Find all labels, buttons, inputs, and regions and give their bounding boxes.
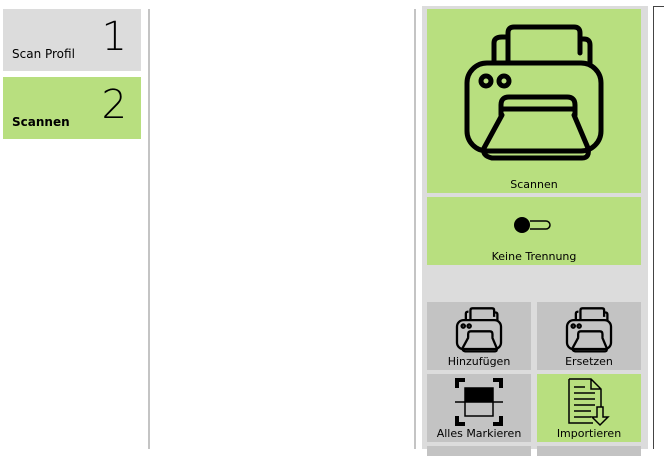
action-panel: Scannen Keine Trennung Hinzufügen Ersetz… (422, 6, 648, 456)
import-document-icon (568, 378, 610, 427)
step-label: Scan Profil (12, 47, 75, 61)
divider (148, 9, 150, 449)
step-scan[interactable]: Scannen 2 (3, 77, 141, 139)
preview-border (653, 6, 654, 449)
printer-icon (565, 307, 613, 353)
more-button[interactable] (537, 446, 641, 456)
replace-label: Ersetzen (565, 355, 613, 368)
toggle-icon (514, 217, 551, 233)
step-number: 2 (101, 82, 127, 128)
preview-border (653, 6, 664, 7)
select-all-icon (455, 378, 503, 426)
add-button[interactable]: Hinzufügen (427, 302, 531, 370)
replace-button[interactable]: Ersetzen (537, 302, 641, 370)
more-button[interactable] (427, 446, 531, 456)
add-label: Hinzufügen (447, 355, 511, 368)
select-all-button[interactable]: Alles Markieren (427, 374, 531, 442)
separation-toggle[interactable]: Keine Trennung (427, 197, 641, 265)
import-label: Importieren (556, 427, 622, 440)
divider (414, 9, 416, 449)
scan-label: Scannen (510, 178, 558, 191)
printer-icon (455, 307, 503, 353)
import-button[interactable]: Importieren (537, 374, 641, 442)
step-number: 1 (101, 14, 127, 60)
step-label: Scannen (12, 115, 70, 129)
select-all-label: Alles Markieren (436, 427, 522, 440)
printer-icon (464, 24, 604, 161)
scan-button[interactable]: Scannen (427, 9, 641, 193)
separation-label: Keine Trennung (491, 250, 577, 263)
step-scan-profile[interactable]: Scan Profil 1 (3, 9, 141, 71)
